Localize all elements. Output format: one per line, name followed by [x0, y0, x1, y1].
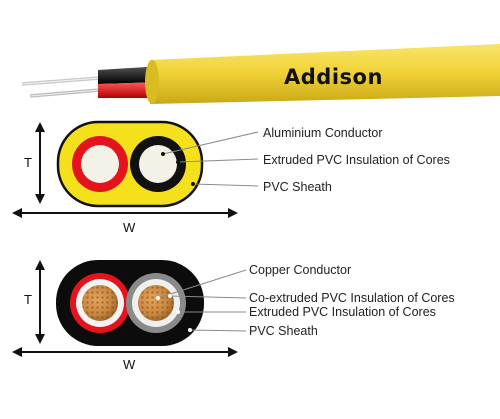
label-copper-conductor: Copper Conductor	[249, 263, 352, 277]
label-co-extruded-pvc-insulation: Co-extruded PVC Insulation of Cores	[249, 291, 455, 305]
t-dimension-arrow	[35, 122, 45, 204]
label-aluminium-conductor: Aluminium Conductor	[263, 126, 383, 140]
brand-logo: Addison	[284, 65, 383, 89]
leader-lines-2	[157, 269, 247, 332]
cross-section-1	[12, 120, 259, 218]
w-dimension-arrow-2	[12, 347, 238, 357]
leader-lines-1	[162, 131, 259, 187]
t-dimension-arrow-2	[35, 260, 45, 344]
dim-w-1: W	[123, 220, 136, 235]
bare-conductors	[21, 76, 101, 98]
label-extruded-pvc-insulation-1: Extruded PVC Insulation of Cores	[263, 153, 450, 167]
black-core-conductor	[139, 145, 177, 183]
dim-w-2: W	[123, 357, 136, 372]
label-pvc-sheath-2: PVC Sheath	[249, 324, 318, 338]
red-core-conductor	[81, 145, 119, 183]
label-extruded-pvc-insulation-2: Extruded PVC Insulation of Cores	[249, 305, 436, 319]
dim-t-1: T	[24, 155, 32, 170]
cable-illustration: Addison	[21, 44, 500, 104]
dim-t-2: T	[24, 292, 32, 307]
cross-section-2	[12, 260, 247, 357]
w-dimension-arrow	[12, 208, 238, 218]
label-pvc-sheath-1: PVC Sheath	[263, 180, 332, 194]
yellow-sheath	[145, 44, 500, 104]
